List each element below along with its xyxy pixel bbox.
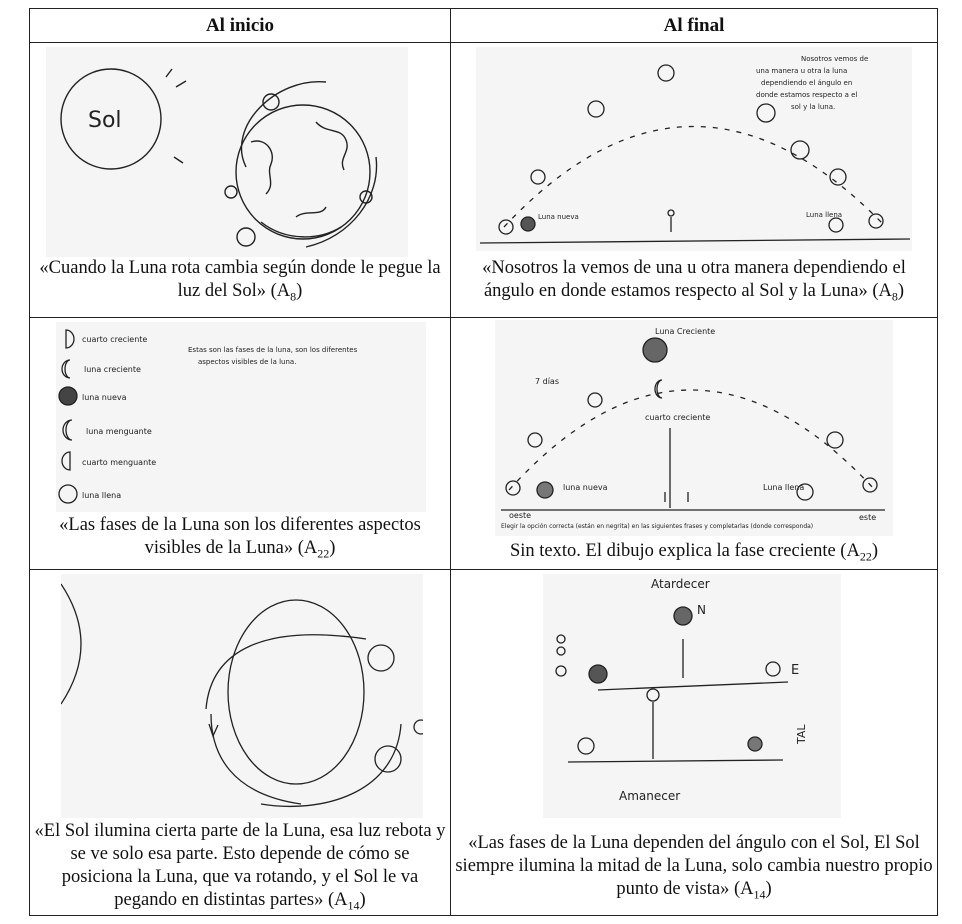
cell-row3-inicio: «El Sol ilumina cierta parte de la Luna,…: [30, 570, 451, 916]
svg-text:sol y la luna.: sol y la luna.: [791, 103, 835, 111]
header-al-final: Al final: [451, 9, 938, 43]
svg-text:luna nueva: luna nueva: [82, 393, 127, 402]
cell-row3-final: Atardecer N E Amanecer TAL «Las fases de…: [451, 570, 938, 916]
svg-text:E: E: [791, 663, 799, 678]
svg-text:Nosotros vemos de: Nosotros vemos de: [801, 55, 868, 63]
svg-text:Luna nueva: Luna nueva: [538, 213, 579, 221]
svg-text:cuarto creciente: cuarto creciente: [645, 413, 710, 422]
svg-text:Luna llena: Luna llena: [806, 211, 842, 219]
svg-text:Elegir la opción correcta (est: Elegir la opción correcta (están en negr…: [501, 523, 813, 530]
svg-text:Estas son las fases de la luna: Estas son las fases de la luna, son los …: [188, 346, 358, 354]
results-table: Al inicio Al final Sol «Cuando la Luna r…: [29, 8, 937, 913]
caption-row1-final: «Nosotros la vemos de una u otra manera …: [455, 257, 933, 309]
cell-row2-inicio: cuarto creciente luna creciente luna nue…: [30, 318, 451, 570]
drawing-crescent-phase: Luna Creciente 7 días cuarto creciente l…: [495, 320, 893, 536]
svg-text:oeste: oeste: [509, 511, 531, 520]
caption-row2-final: Sin texto. El dibujo explica la fase cre…: [455, 540, 933, 569]
svg-text:dependiendo el ángulo en: dependiendo el ángulo en: [761, 79, 852, 87]
header-al-inicio: Al inicio: [30, 9, 451, 43]
svg-text:N: N: [697, 603, 706, 617]
svg-text:TAL: TAL: [795, 724, 808, 745]
svg-text:donde estamos respecto a el: donde estamos respecto a el: [756, 91, 857, 99]
label-sol: Sol: [88, 108, 122, 133]
svg-text:luna nueva: luna nueva: [563, 483, 608, 492]
drawing-moon-arc: Nosotros vemos de una manera u otra la l…: [476, 47, 912, 251]
svg-text:luna llena: luna llena: [82, 491, 121, 500]
drawing-sun-earth-moon: Sol: [46, 47, 408, 257]
svg-text:este: este: [859, 513, 876, 522]
cell-row2-final: Luna Creciente 7 días cuarto creciente l…: [451, 318, 938, 570]
caption-row3-final: «Las fases de la Luna dependen del ángul…: [455, 832, 933, 907]
svg-text:cuarto creciente: cuarto creciente: [82, 335, 147, 344]
svg-text:Luna llena: Luna llena: [763, 483, 804, 492]
svg-text:Luna Creciente: Luna Creciente: [655, 327, 715, 336]
svg-text:cuarto menguante: cuarto menguante: [82, 458, 156, 467]
svg-text:luna creciente: luna creciente: [84, 365, 141, 374]
svg-text:Atardecer: Atardecer: [651, 577, 710, 591]
caption-row1-inicio: «Cuando la Luna rota cambia según donde …: [34, 257, 446, 309]
drawing-sunset-sunrise: Atardecer N E Amanecer TAL: [543, 574, 841, 818]
cell-row1-inicio: Sol «Cuando la Luna rota cambia según do…: [30, 43, 451, 318]
caption-row2-inicio: «Las fases de la Luna son los diferentes…: [34, 514, 446, 566]
drawing-sun-moon-orbit: [61, 574, 423, 818]
svg-text:7 días: 7 días: [535, 377, 559, 386]
svg-text:Amanecer: Amanecer: [619, 789, 680, 803]
svg-text:una manera u otra la luna: una manera u otra la luna: [756, 67, 847, 75]
svg-text:aspectos visibles de la luna.: aspectos visibles de la luna.: [198, 358, 296, 366]
cell-row1-final: Nosotros vemos de una manera u otra la l…: [451, 43, 938, 318]
svg-text:luna menguante: luna menguante: [86, 427, 152, 436]
caption-row3-inicio: «El Sol ilumina cierta parte de la Luna,…: [34, 820, 446, 918]
drawing-phase-list: cuarto creciente luna creciente luna nue…: [56, 322, 426, 512]
